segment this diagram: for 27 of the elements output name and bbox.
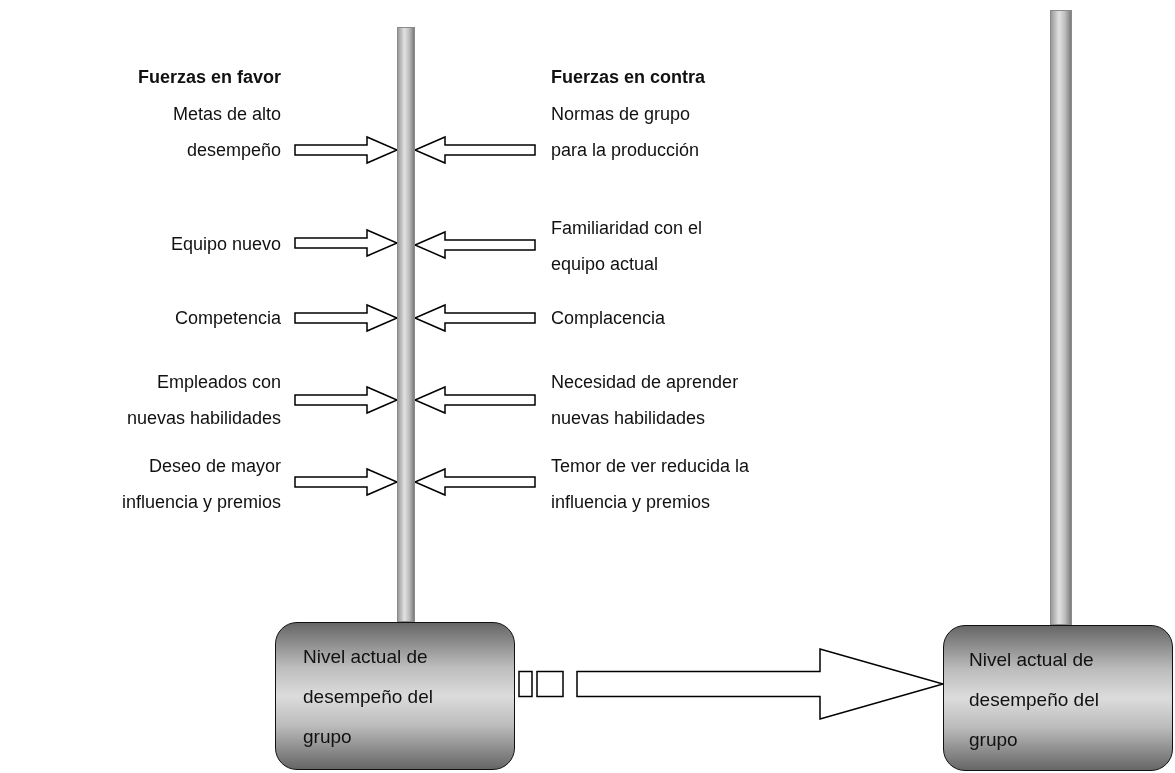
force-text: Empleados con nuevas habilidades [100, 364, 295, 436]
block-arrow [413, 135, 536, 165]
force-text: Deseo de mayor influencia y premios [100, 448, 295, 520]
column-heading: Fuerzas en favor [136, 66, 281, 89]
force-text: Temor de ver reducida la influencia y premios [535, 448, 767, 520]
force-text: Normas de grupo para la producción [535, 96, 725, 168]
level-box: Nivel actual de desempeño del grupo [275, 622, 515, 770]
block-arrow [294, 467, 399, 497]
vertical-pole [1050, 10, 1072, 625]
block-arrow [518, 648, 946, 720]
force-text: Necesidad de aprender nuevas habilidades [535, 364, 760, 436]
block-arrow [413, 467, 536, 497]
block-arrow [413, 385, 536, 415]
block-arrow [294, 135, 399, 165]
vertical-pole [397, 27, 415, 622]
force-text: Competencia [100, 300, 295, 336]
block-arrow [413, 230, 536, 260]
block-arrow [294, 385, 399, 415]
force-text: Metas de alto desempeño [100, 96, 295, 168]
block-arrow [294, 303, 399, 333]
level-box: Nivel actual de desempeño del grupo [943, 625, 1173, 771]
force-text: Equipo nuevo [100, 226, 295, 262]
block-arrow [413, 303, 536, 333]
block-arrow [294, 228, 399, 258]
column-heading: Fuerzas en contra [551, 66, 707, 89]
force-text: Familiaridad con el equipo actual [535, 210, 740, 282]
force-text: Complacencia [535, 300, 735, 336]
